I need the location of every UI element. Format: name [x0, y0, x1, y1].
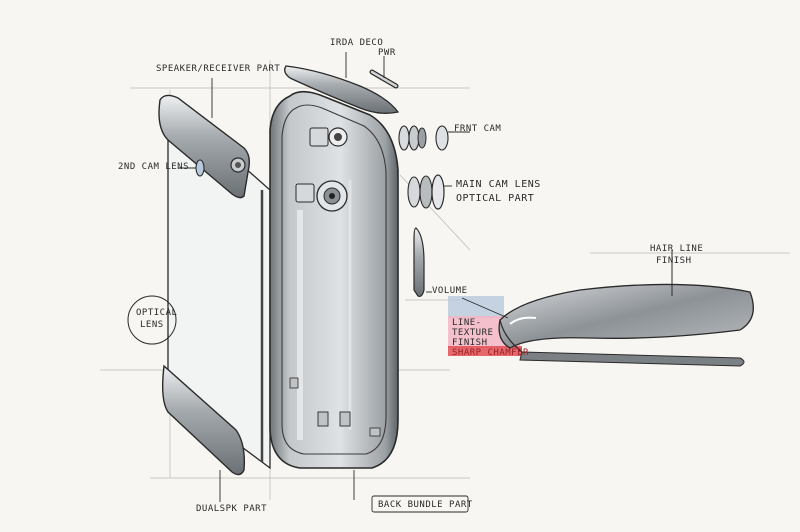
main-cam-lenses: [407, 174, 445, 210]
pwr-key: [369, 69, 399, 89]
label-deco: IRDA DECO: [330, 38, 384, 48]
label-back-bundle: BACK BUNDLE PART: [378, 500, 473, 510]
label-second-cam: 2nd CAM LENS: [118, 162, 190, 172]
volume-key: [413, 227, 425, 297]
label-main-cam-2: OPTICAL PART: [456, 193, 535, 204]
cross-section-detail: [448, 250, 754, 367]
label-texture-1: LINE-: [452, 318, 482, 328]
label-optical-2: LENS: [140, 320, 164, 330]
back-cover: [269, 90, 399, 469]
second-cam-lens: [195, 159, 205, 177]
label-front-cam: FRNT CAM: [454, 124, 502, 134]
label-pwr: PWR: [378, 48, 396, 58]
speaker-receiver-part: [158, 94, 251, 199]
leader-lines: [178, 52, 470, 513]
label-texture-3: FINISH: [452, 338, 488, 348]
optical-lens-circle: [127, 295, 177, 345]
label-texture-2: TEXTURE: [452, 328, 494, 338]
front-cam-lenses: [398, 125, 449, 151]
label-hairline-2: FINISH: [656, 256, 692, 266]
label-volume: VOLUME: [432, 286, 468, 296]
irda-deco: [284, 65, 400, 114]
label-main-cam-1: MAIN CAM LENS: [456, 179, 541, 190]
label-speaker-receiver: SPEAKER/RECEIVER PART: [156, 64, 281, 74]
label-sharp-chamfer: SHARP CHAMFER: [452, 348, 529, 358]
dual-speaker-part: [161, 364, 246, 476]
label-dual-spk: DUALSPK PART: [196, 504, 268, 514]
label-hairline-1: HAIR LINE: [650, 244, 704, 254]
label-optical-1: OPTICAL: [136, 308, 178, 318]
